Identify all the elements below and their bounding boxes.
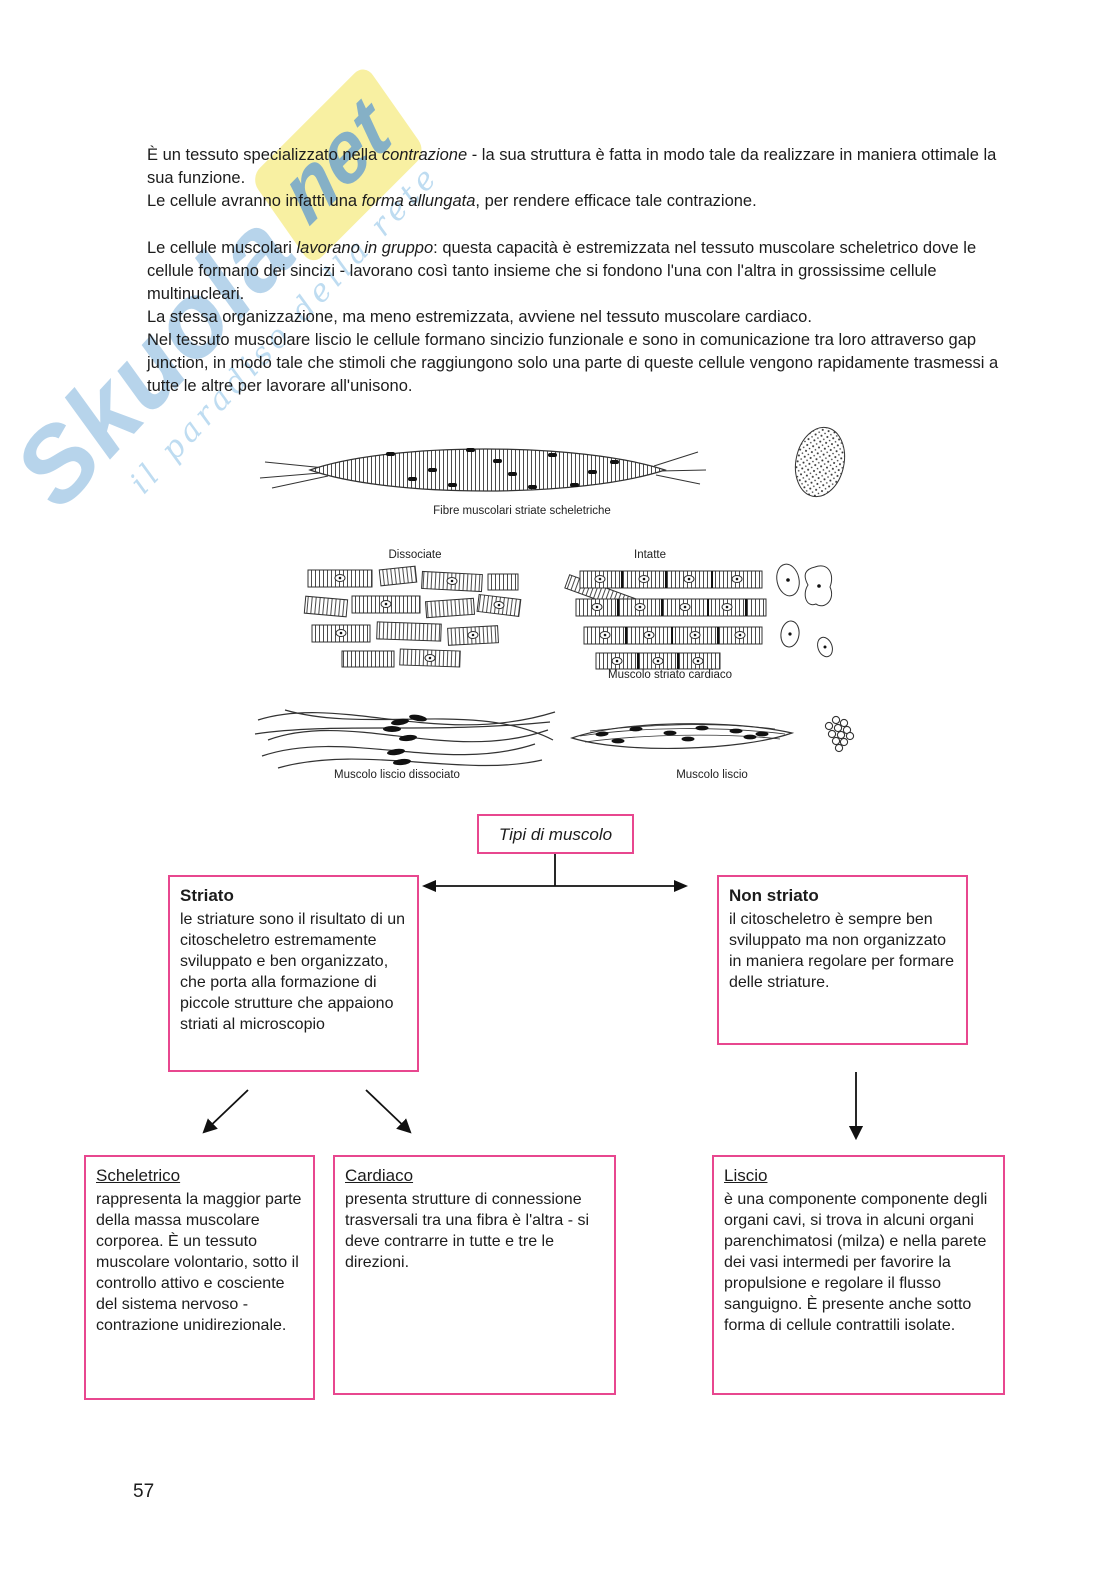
cardiac-intact-drawing [575, 570, 767, 670]
intro-seg1: È un tessuto specializzato nella [147, 146, 382, 164]
main-line2: La stessa organizzazione, ma meno estrem… [147, 308, 812, 326]
cardiac-dissociated-drawing [303, 565, 641, 668]
intro-paragraph: È un tessuto specializzato nella contraz… [147, 144, 1015, 213]
main-line3: Nel tessuto muscolare liscio le cellule … [147, 331, 999, 395]
main-seg2-italic: lavorano in gruppo [296, 239, 434, 257]
figure-label-dissociate: Dissociate [388, 549, 441, 561]
figure-label-intatte: Intatte [634, 549, 666, 561]
figure-label-liscio: Muscolo liscio [676, 769, 748, 781]
flowchart-root-label: Tipi di muscolo [498, 824, 613, 844]
liscio-body: è una componente componente degli organi… [724, 1191, 988, 1334]
main-seg3: : questa capacità è estremizzata nel tes… [147, 239, 977, 303]
figure-label-liscio-dissociato: Muscolo liscio dissociato [334, 769, 460, 781]
intro-seg5-italic: forma allungata [361, 192, 476, 210]
skeletal-fiber-drawing [259, 448, 707, 492]
non-striato-body: il citoscheletro è sempre ben sviluppato… [729, 911, 954, 991]
smooth-dissociated-drawing [254, 709, 556, 769]
intro-seg3: - la sua struttura è fatta in modo tale … [147, 146, 997, 187]
flowchart-scheletrico-box: Scheletrico rappresenta la maggior parte… [84, 1155, 315, 1400]
scheletrico-title: Scheletrico [96, 1166, 181, 1185]
flowchart-root-box: Tipi di muscolo [477, 814, 634, 854]
non-striato-title: Non striato [729, 886, 819, 905]
intro-seg4: Le cellule avranno infatti una [147, 192, 362, 210]
cardiaco-title: Cardiaco [345, 1166, 414, 1185]
figure-label-cardiaco: Muscolo striato cardiaco [608, 669, 732, 681]
cardiaco-body: presenta strutture di connessione trasve… [345, 1191, 590, 1271]
main-paragraph: Le cellule muscolari lavorano in gruppo:… [147, 237, 1015, 398]
smooth-intact-drawing [570, 715, 855, 753]
cell-cluster-drawing [824, 715, 855, 753]
striato-body: le striature sono il risultato di un cit… [180, 911, 405, 1033]
page-number: 57 [133, 1481, 155, 1502]
main-seg1: Le cellule muscolari [147, 239, 297, 257]
flowchart-non-striato-box: Non striato il citoscheletro è sempre be… [717, 875, 968, 1045]
intro-seg2-italic: contrazione [381, 146, 468, 164]
liscio-title: Liscio [724, 1166, 768, 1185]
flowchart-liscio-box: Liscio è una componente componente degli… [712, 1155, 1005, 1395]
fiber-cross-section-drawing [794, 426, 846, 498]
flowchart-striato-box: Striato le striature sono il risultato d… [168, 875, 419, 1072]
figure-label-fibre: Fibre muscolari striate scheletriche [433, 505, 611, 517]
intro-seg6: , per rendere efficace tale contrazione. [475, 192, 757, 210]
loose-cells-drawing [776, 563, 833, 658]
striato-title: Striato [180, 886, 234, 905]
muscle-tissue-figure: Fibre muscolari striate scheletriche Dis… [254, 426, 855, 781]
flowchart-cardiaco-box: Cardiaco presenta strutture di connessio… [333, 1155, 616, 1395]
scheletrico-body: rappresenta la maggior parte della massa… [96, 1191, 302, 1334]
